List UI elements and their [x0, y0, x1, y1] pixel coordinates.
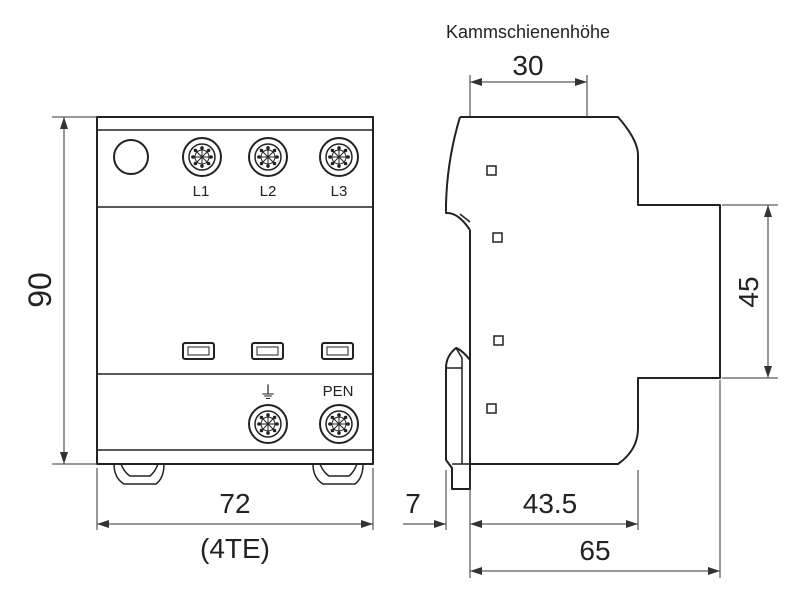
terminal-label-l2: L2: [260, 183, 277, 200]
terminal-earth-icon: [248, 404, 288, 444]
terminal-l1-icon: [182, 137, 222, 177]
terminal-l3-icon: [319, 137, 359, 177]
rail-depth-value: 45: [733, 276, 764, 307]
width-units: (4TE): [200, 533, 270, 564]
dimension-height: 90: [22, 116, 97, 465]
total-depth-value: 65: [579, 535, 610, 566]
busbar-label: Kammschienenhöhe: [446, 22, 610, 42]
terminal-label-l1: L1: [193, 183, 210, 200]
side-window-marks: [486, 165, 504, 414]
front-housing: [96, 116, 374, 465]
busbar-height-value: 30: [512, 50, 543, 81]
width-value: 72: [219, 488, 250, 519]
dimension-busbar: Kammschienenhöhe 30: [446, 22, 610, 117]
earth-symbol-icon: ⏚: [259, 383, 277, 403]
status-indicator: [113, 139, 149, 175]
body-depth-value: 43.5: [523, 488, 578, 519]
dimension-depths: 7 43.5 65: [403, 380, 721, 578]
side-view: [445, 116, 721, 490]
front-view: L1 L2 L3 ⏚ PEN: [96, 116, 374, 485]
status-windows: [182, 342, 354, 360]
pen-label: PEN: [323, 383, 354, 400]
clip-offset-value: 7: [405, 488, 421, 519]
side-housing: [445, 116, 721, 465]
din-clip-right: [312, 463, 364, 485]
din-clip-side: [445, 347, 471, 490]
terminal-l2-icon: [248, 137, 288, 177]
dimension-width: 72 (4TE): [96, 468, 374, 564]
height-value: 90: [22, 272, 58, 308]
terminal-label-l3: L3: [331, 183, 348, 200]
din-clip-left: [113, 463, 165, 485]
terminal-pen-icon: [319, 404, 359, 444]
dimension-rail: 45: [722, 204, 778, 379]
